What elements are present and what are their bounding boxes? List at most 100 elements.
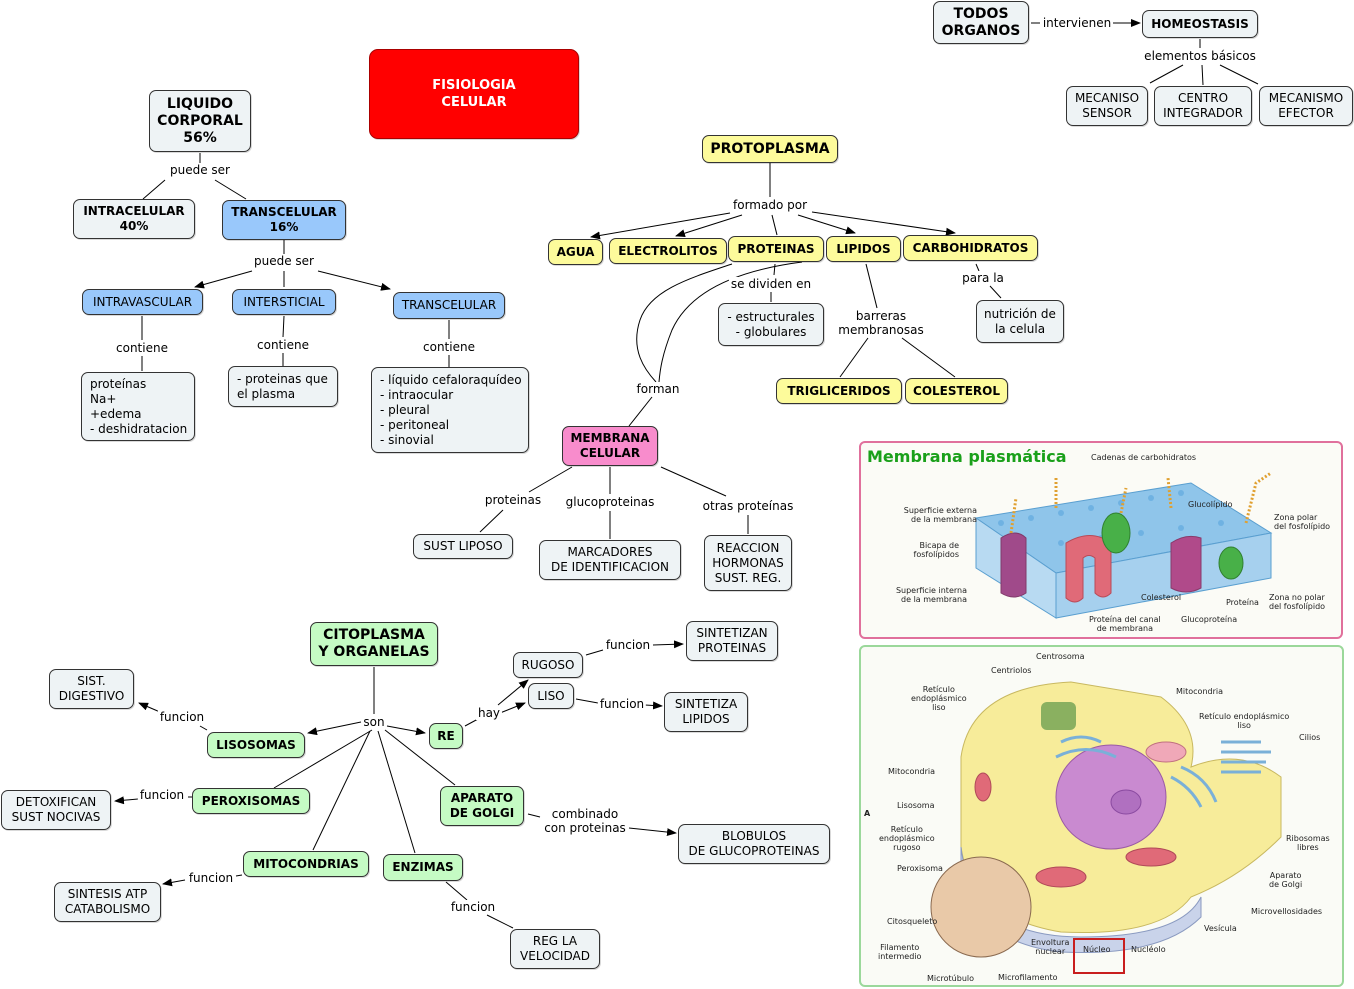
node-text: Y ORGANELAS bbox=[318, 644, 430, 660]
node-nutricion-celula[interactable]: nutrición de la celula bbox=[976, 300, 1064, 343]
cell-label: Lisosoma bbox=[897, 801, 935, 810]
node-intersticial-contents[interactable]: - proteinas que el plasma bbox=[228, 366, 338, 407]
node-carbohidratos[interactable]: CARBOHIDRATOS bbox=[903, 235, 1038, 261]
link-label-contiene: contiene bbox=[114, 341, 170, 355]
node-transcelular-2[interactable]: TRANSCELULAR bbox=[393, 292, 505, 319]
node-mecanismo-efector[interactable]: MECANISMO EFECTOR bbox=[1259, 86, 1353, 126]
link-label-puede-ser: puede ser bbox=[168, 163, 232, 177]
link-line bbox=[585, 649, 604, 656]
node-intersticial[interactable]: INTERSTICIAL bbox=[232, 289, 336, 315]
node-transcelular[interactable]: TRANSCELULAR 16% bbox=[222, 200, 346, 240]
node-text: SINTETIZAN bbox=[696, 626, 768, 640]
node-citoplasma[interactable]: CITOPLASMA Y ORGANELAS bbox=[310, 622, 438, 666]
node-text: VELOCIDAD bbox=[520, 949, 590, 963]
node-colesterol[interactable]: COLESTEROL bbox=[905, 378, 1008, 404]
node-liso[interactable]: LISO bbox=[528, 683, 574, 709]
node-mitocondrias[interactable]: MITOCONDRIAS bbox=[243, 851, 369, 877]
node-text: 40% bbox=[119, 219, 149, 233]
node-text: INTRACELULAR bbox=[83, 204, 185, 218]
node-text: 16% bbox=[269, 220, 299, 234]
link-label-combinado: combinado con proteinas bbox=[542, 807, 628, 835]
node-sist-digestivo[interactable]: SIST. DIGESTIVO bbox=[49, 669, 134, 709]
cell-label: Citosqueleto bbox=[887, 917, 938, 926]
node-electrolitos[interactable]: ELECTROLITOS bbox=[609, 238, 727, 264]
node-transcelular-contents[interactable]: - líquido cefaloraquídeo - intraocular -… bbox=[371, 367, 529, 453]
cell-label: Filamento intermedio bbox=[878, 943, 922, 961]
membrane-image-panel[interactable]: Membrana plasmática Cadenas de carbohidr… bbox=[859, 441, 1343, 639]
node-text: DIGESTIVO bbox=[58, 689, 125, 703]
node-intravascular[interactable]: INTRAVASCULAR bbox=[82, 289, 203, 315]
node-text: BLOBULOS bbox=[721, 829, 787, 843]
node-protoplasma[interactable]: PROTOPLASMA bbox=[702, 135, 838, 163]
node-re[interactable]: RE bbox=[429, 723, 463, 749]
node-intravascular-contents[interactable]: proteínas Na+ +edema - deshidratacion bbox=[81, 372, 195, 441]
node-reg-velocidad[interactable]: REG LA VELOCIDAD bbox=[510, 929, 600, 969]
link-line bbox=[214, 179, 247, 200]
node-membrana-celular[interactable]: MEMBRANA CELULAR bbox=[562, 426, 658, 466]
title-node[interactable]: FISIOLOGIA CELULAR bbox=[369, 49, 579, 139]
node-centro-integrador[interactable]: CENTRO INTEGRADOR bbox=[1154, 86, 1252, 126]
node-agua[interactable]: AGUA bbox=[548, 239, 603, 265]
link-label-funcion: funcion bbox=[448, 900, 498, 914]
cell-label: A bbox=[864, 809, 871, 818]
link-line bbox=[527, 813, 541, 818]
node-sust-liposo[interactable]: SUST LIPOSO bbox=[413, 534, 513, 559]
node-peroxisomas[interactable]: PEROXISOMAS bbox=[192, 788, 310, 814]
node-text: la celula bbox=[994, 321, 1046, 336]
membrane-label: Superficie externa de la membrana bbox=[903, 506, 977, 524]
cell-image-panel[interactable]: Centrosoma Centriolos Retículo endoplásm… bbox=[859, 645, 1344, 987]
link-label-hay: hay bbox=[475, 706, 503, 720]
node-lisosomas[interactable]: LISOSOMAS bbox=[207, 732, 305, 758]
cell-label: Ribosomas libres bbox=[1286, 834, 1330, 852]
cell-label: Peroxisoma bbox=[897, 864, 943, 873]
membrane-label: Glucolípido bbox=[1188, 500, 1233, 509]
link-label-barreras-membranosas: barreras membranosas bbox=[836, 309, 926, 337]
link-label-glucoproteinas: glucoproteinas bbox=[563, 495, 657, 509]
node-text: CATABOLISMO bbox=[64, 902, 151, 916]
node-text: MEMBRANA bbox=[570, 431, 650, 445]
link-line bbox=[194, 270, 253, 289]
node-aparato-golgi[interactable]: APARATO DE GOLGI bbox=[440, 786, 524, 826]
node-sintetizan-proteinas[interactable]: SINTETIZAN PROTEINAS bbox=[686, 621, 778, 661]
node-text: ORGANOS bbox=[941, 22, 1021, 39]
node-sintesis-atp[interactable]: SINTESIS ATP CATABOLISMO bbox=[54, 882, 161, 922]
node-text: MARCADORES bbox=[567, 545, 653, 559]
membrane-image-title: Membrana plasmática bbox=[867, 447, 1067, 466]
node-detoxifican[interactable]: DETOXIFICAN SUST NOCIVAS bbox=[1, 790, 111, 830]
node-liquido-corporal[interactable]: LIQUIDO CORPORAL 56% bbox=[149, 90, 251, 152]
node-mecanismo-sensor[interactable]: MECANISO SENSOR bbox=[1066, 86, 1148, 126]
node-sintetiza-lipidos[interactable]: SINTETIZA LIPIDOS bbox=[664, 692, 748, 732]
node-homeostasis[interactable]: HOMEOSTASIS bbox=[1142, 10, 1258, 38]
node-proteinas-types[interactable]: - estructurales - globulares bbox=[718, 303, 824, 346]
node-proteinas[interactable]: PROTEINAS bbox=[728, 236, 824, 262]
node-enzimas[interactable]: ENZIMAS bbox=[383, 854, 463, 881]
node-intracelular[interactable]: INTRACELULAR 40% bbox=[73, 199, 195, 239]
link-line bbox=[811, 211, 956, 236]
node-text: - deshidratacion bbox=[90, 421, 188, 436]
green-protein bbox=[1101, 512, 1131, 554]
node-lipidos[interactable]: LIPIDOS bbox=[826, 236, 901, 262]
membrane-label: Superficie interna de la membrana bbox=[895, 586, 967, 604]
label-text: con proteinas bbox=[544, 821, 626, 835]
node-text: CORPORAL bbox=[157, 112, 243, 129]
link-line bbox=[628, 827, 677, 837]
node-text: SINTESIS ATP bbox=[67, 887, 148, 901]
node-text: CELULAR bbox=[579, 446, 641, 460]
node-todos-organos[interactable]: TODOS ORGANOS bbox=[933, 1, 1029, 44]
node-trigliceridos[interactable]: TRIGLICERIDOS bbox=[776, 378, 902, 404]
node-reaccion[interactable]: REACCION HORMONAS SUST. REG. bbox=[704, 535, 792, 591]
link-line bbox=[499, 702, 526, 714]
node-rugoso[interactable]: RUGOSO bbox=[513, 652, 583, 678]
label-text: membranosas bbox=[838, 323, 924, 337]
link-label-proteinas: proteinas bbox=[482, 493, 544, 507]
node-text: - sinovial bbox=[380, 432, 434, 447]
link-line bbox=[1201, 64, 1204, 86]
link-label-son: son bbox=[361, 715, 387, 729]
node-blobulos[interactable]: BLOBULOS DE GLUCOPROTEINAS bbox=[678, 824, 830, 864]
node-marcadores[interactable]: MARCADORES DE IDENTIFICACION bbox=[539, 540, 681, 580]
node-text: LIQUIDO bbox=[166, 95, 234, 112]
node-text: - proteinas que bbox=[237, 371, 328, 386]
title-line1: FISIOLOGIA bbox=[432, 78, 516, 93]
link-line bbox=[975, 263, 980, 272]
node-text: DE GLUCOPROTEINAS bbox=[688, 844, 820, 858]
